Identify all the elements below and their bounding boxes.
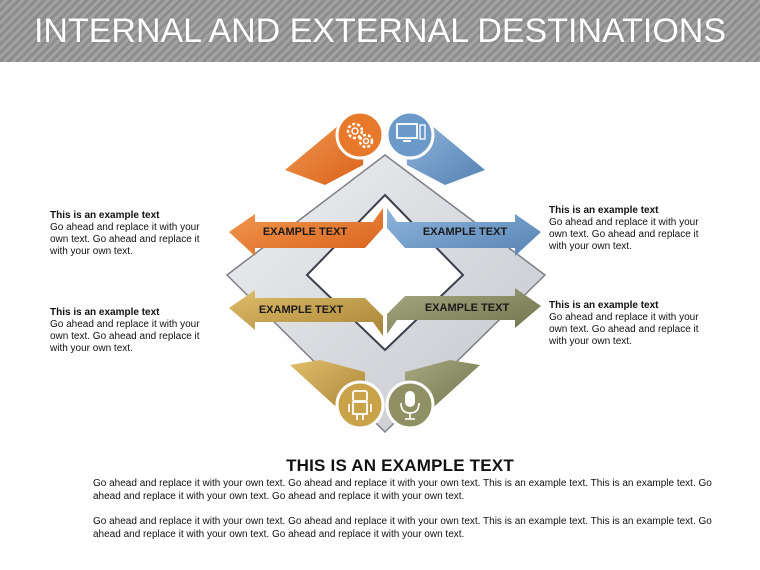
left-text-block-1: This is an example text Go ahead and rep…	[50, 210, 210, 258]
left-block-1-heading: This is an example text	[50, 210, 160, 221]
right-text-block-1: This is an example text Go ahead and rep…	[549, 205, 709, 253]
arrow-bottom-right-label: EXAMPLE TEXT	[425, 302, 510, 314]
arrow-top-right-label: EXAMPLE TEXT	[423, 226, 508, 238]
robot-icon	[335, 380, 385, 430]
arrow-top-right: EXAMPLE TEXT	[387, 208, 541, 256]
left-block-2-body: Go ahead and replace it with your own te…	[50, 319, 200, 354]
destinations-diagram: EXAMPLE TEXT EXAMPLE TEXT EXAMPLE TEXT E…	[225, 110, 547, 434]
arrow-bottom-right: EXAMPLE TEXT	[387, 288, 541, 334]
microphone-icon	[385, 380, 435, 430]
arrow-top-left: EXAMPLE TEXT	[229, 208, 383, 256]
arrow-bottom-left: EXAMPLE TEXT	[229, 290, 383, 336]
computer-icon	[385, 110, 435, 160]
page-title: INTERNAL AND EXTERNAL DESTINATIONS	[33, 11, 727, 50]
arrow-bottom-left-label: EXAMPLE TEXT	[259, 304, 344, 316]
bottom-title: THIS IS AN EXAMPLE TEXT	[286, 456, 514, 475]
right-block-1-body: Go ahead and replace it with your own te…	[549, 217, 699, 252]
left-block-2-heading: This is an example text	[50, 307, 160, 318]
bottom-paragraph-1: Go ahead and replace it with your own te…	[93, 478, 712, 502]
title-bar: INTERNAL AND EXTERNAL DESTINATIONS	[0, 0, 760, 62]
right-text-block-2: This is an example text Go ahead and rep…	[549, 300, 709, 348]
gears-icon	[335, 110, 385, 160]
left-block-1-body: Go ahead and replace it with your own te…	[50, 222, 200, 257]
right-block-1-heading: This is an example text	[549, 205, 659, 216]
bottom-paragraph-2: Go ahead and replace it with your own te…	[93, 516, 712, 540]
left-text-block-2: This is an example text Go ahead and rep…	[50, 307, 210, 355]
right-block-2-body: Go ahead and replace it with your own te…	[549, 312, 699, 347]
arrow-top-left-label: EXAMPLE TEXT	[263, 226, 348, 238]
right-block-2-heading: This is an example text	[549, 300, 659, 311]
